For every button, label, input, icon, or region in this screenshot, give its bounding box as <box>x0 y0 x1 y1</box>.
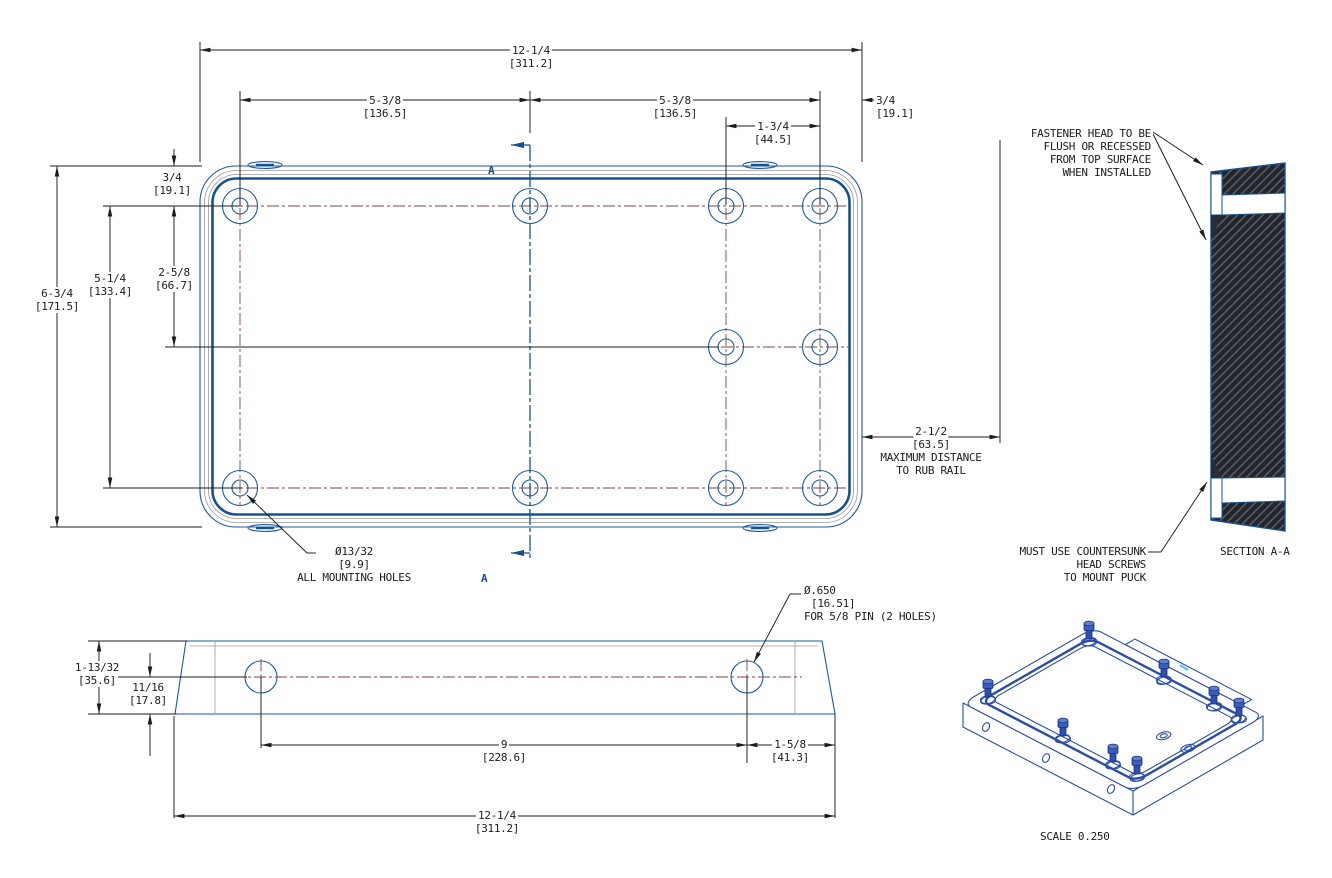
note-mounting-holes: Ø13/32 [9.9] ALL MOUNTING HOLES <box>295 545 413 584</box>
dim-hole-span-right: 5-3/8[136.5] <box>650 94 700 120</box>
note-countersunk-screws: MUST USE COUNTERSUNK HEAD SCREWS TO MOUN… <box>1017 545 1148 584</box>
dim-pin-edge-offset: 1-5/8[41.3] <box>769 738 811 764</box>
dim-overall-width-top: 12-1/4[311.2] <box>506 44 556 70</box>
section-view-title: SECTION A-A <box>1218 545 1292 558</box>
section-leaders <box>1148 131 1208 553</box>
dim-overall-width-bottom: 12-1/4[311.2] <box>472 809 522 835</box>
dim-inner-column-offset: 1-3/4[44.5] <box>752 120 794 146</box>
section-marker-a-bottom: A <box>481 572 488 585</box>
iso-view <box>963 620 1273 816</box>
dim-rub-rail-distance: 2-1/2 [63.5] MAXIMUM DISTANCE TO RUB RAI… <box>878 425 984 477</box>
note-fastener-flush: FASTENER HEAD TO BE FLUSH OR RECESSED FR… <box>1028 127 1153 179</box>
dim-mid-row-offset: 2-5/8[66.7] <box>153 266 195 292</box>
section-line-a <box>510 141 531 560</box>
dim-hole-span-left: 5-3/8[136.5] <box>360 94 410 120</box>
section-view <box>1148 131 1286 553</box>
dim-pin-span: 9[228.6] <box>479 738 529 764</box>
note-pin-holes: Ø.650 [16.51] FOR 5/8 PIN (2 HOLES) <box>802 584 939 623</box>
dim-row-span: 5-1/4[133.4] <box>85 272 135 298</box>
iso-bolts <box>979 620 1248 782</box>
centerlines <box>225 187 848 506</box>
side-view-dimensions <box>85 593 836 819</box>
dim-pin-hole-height: 11/16[17.8] <box>127 681 169 707</box>
iso-scale-label: SCALE 0.250 <box>1040 830 1110 843</box>
dim-overall-thickness: 1-13/32[35.6] <box>72 661 122 687</box>
side-view <box>85 593 836 819</box>
dim-top-edge-offset: 3/4[19.1] <box>151 171 193 197</box>
top-view-dimensions <box>50 42 1001 554</box>
section-marker-a-top: A <box>488 164 495 177</box>
dim-overall-height: 6-3/4[171.5] <box>32 287 82 313</box>
edge-slots <box>247 161 778 532</box>
iso-side-holes <box>981 722 1116 794</box>
dim-corner-offset-right: 3/4[19.1] <box>874 94 916 120</box>
iso-highlight-tick <box>1179 664 1189 671</box>
top-view <box>50 42 1001 560</box>
